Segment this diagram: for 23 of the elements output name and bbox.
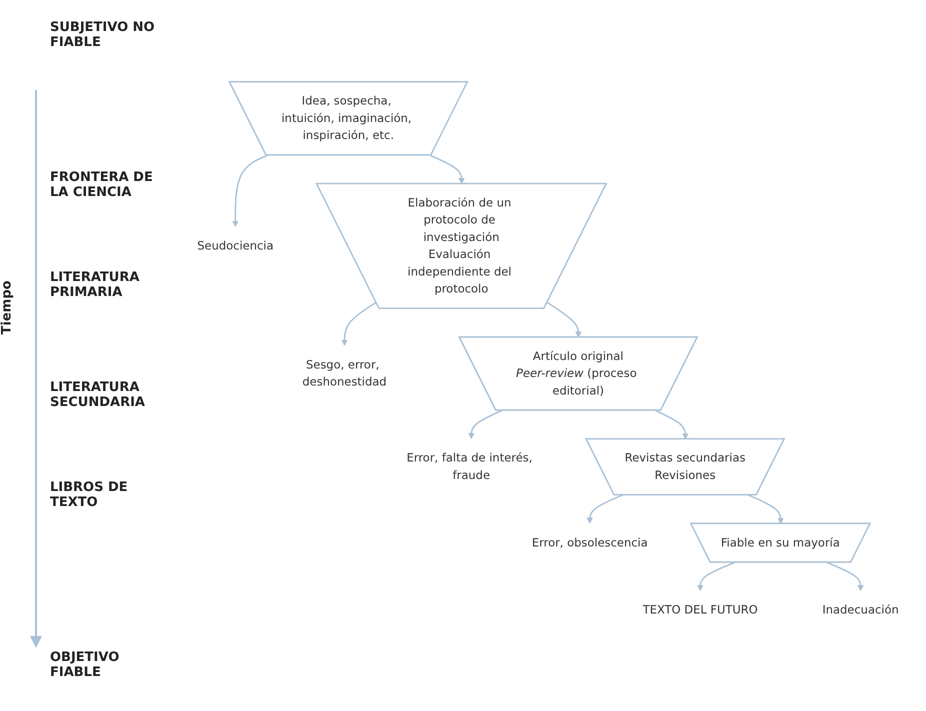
arrow (655, 410, 688, 440)
arrow (826, 562, 864, 591)
arrow (748, 494, 784, 524)
axis-label: Tiempo (0, 280, 14, 334)
arrow (430, 154, 465, 184)
arrow (232, 154, 268, 227)
arrow (468, 410, 502, 439)
arrow (341, 302, 377, 346)
stage-label: LIBROS DE TEXTO (50, 480, 129, 510)
node-text: TEXTO DEL FUTURO (642, 602, 758, 616)
arrow (586, 494, 623, 524)
node-text: Error, obsolescencia (532, 535, 648, 550)
stage-label: FRONTERA DE LA CIENCIA (50, 170, 154, 200)
node-text: Sesgo, error, deshonestidad (302, 358, 387, 388)
node-text: Seudociencia (197, 238, 274, 252)
stage-label: LITERATURA SECUNDARIA (50, 380, 146, 410)
stage-label: SUBJETIVO NO FIABLE (50, 20, 156, 50)
node-text: Inadecuación (822, 602, 899, 616)
stage-label: LITERATURA PRIMARIA (50, 270, 140, 300)
arrow (697, 562, 735, 591)
node-text: Error, falta de interés, fraude (406, 450, 532, 482)
arrow (546, 302, 582, 338)
stage-label: OBJETIVO FIABLE (50, 650, 120, 680)
